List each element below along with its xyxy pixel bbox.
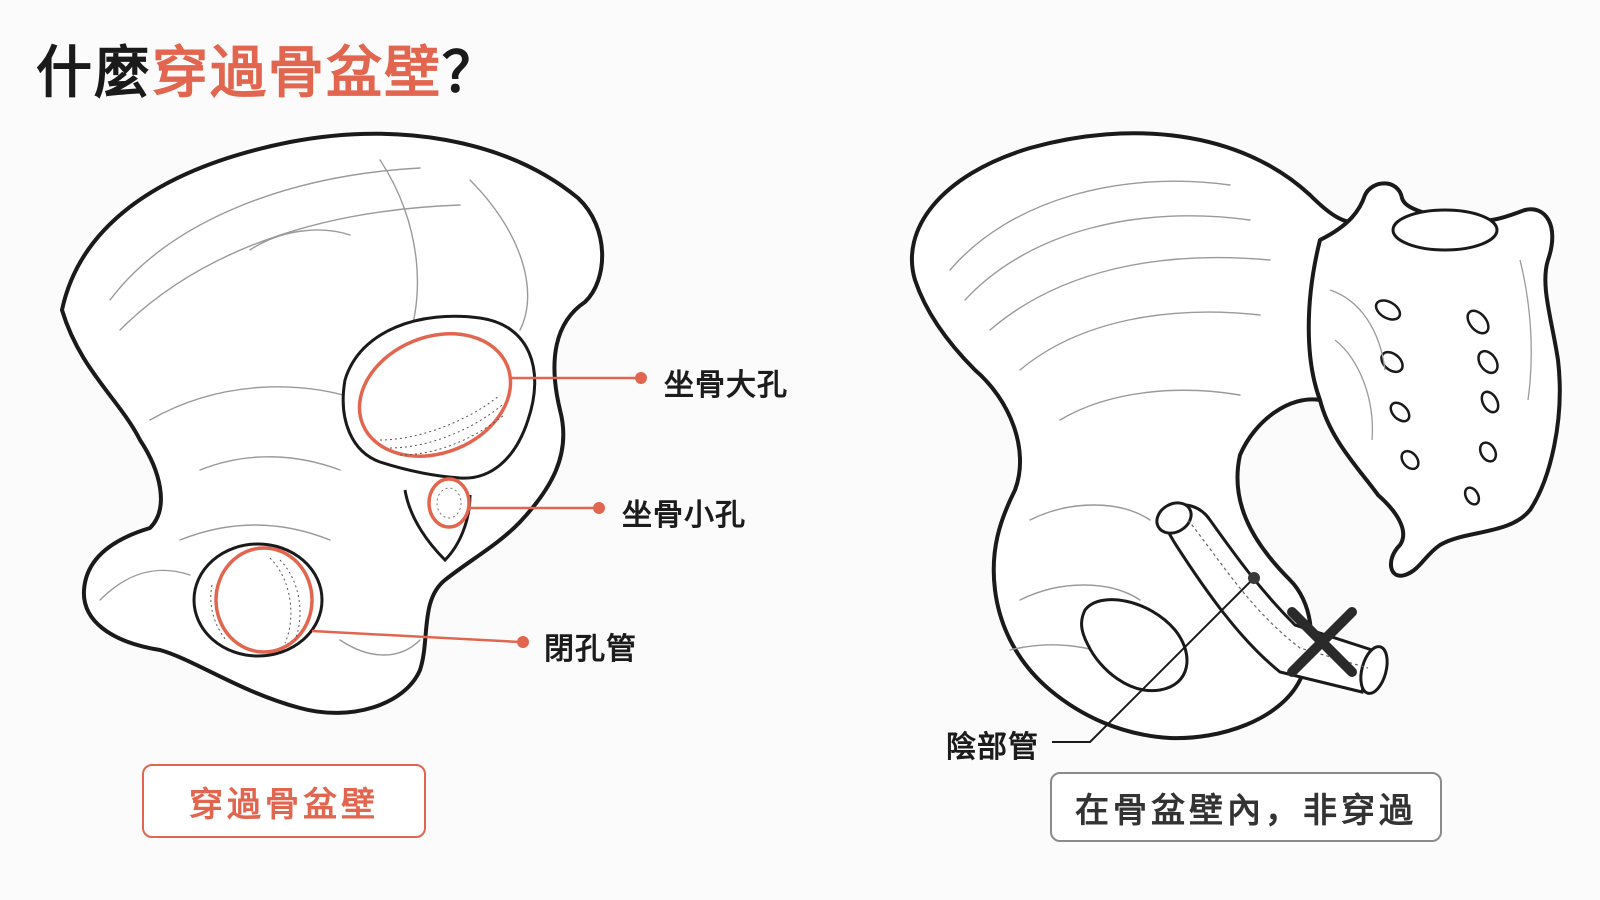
hip-bone-illustration xyxy=(60,131,605,715)
pudendal-canal-centerline xyxy=(1187,519,1369,669)
greater-sciatic-foramen-ring xyxy=(357,332,513,458)
hip-bone-shading xyxy=(99,159,529,656)
sacrum-outline xyxy=(1306,181,1562,578)
leader-dot-greater xyxy=(635,372,647,384)
obturator-canal-ring xyxy=(214,546,314,654)
lesser-foramen-hatching xyxy=(436,487,462,519)
label-lesser-sciatic-foramen: 坐骨小孔 xyxy=(622,498,746,533)
hip-bone-outline xyxy=(60,131,605,715)
pelvis-illustration xyxy=(909,131,1562,741)
left-caption: 穿過骨盆壁 xyxy=(189,784,379,825)
right-caption-box: 在骨盆壁內，非穿過 xyxy=(1050,772,1442,842)
title-highlight: 穿過骨盆壁 xyxy=(152,41,442,106)
label-obturator-canal: 閉孔管 xyxy=(544,632,637,667)
right-obturator-opening xyxy=(1080,598,1189,693)
lesser-sciatic-foramen-ring xyxy=(427,477,471,529)
leader-dot-pudendal xyxy=(1248,572,1260,584)
sacrum-shading xyxy=(1329,259,1532,441)
obturator-hatching xyxy=(210,557,301,644)
sacral-promontory xyxy=(1391,208,1499,252)
left-caption-box: 穿過骨盆壁 xyxy=(142,764,426,838)
pudendal-canal-end-top xyxy=(1155,501,1193,535)
right-leader-line xyxy=(1052,572,1260,743)
lesser-notch-outline xyxy=(403,489,472,563)
right-caption: 在骨盆壁內，非穿過 xyxy=(1075,790,1417,831)
label-greater-sciatic-foramen: 坐骨大孔 xyxy=(664,368,788,403)
leader-dot-obturator xyxy=(517,636,529,648)
label-pudendal-canal: 陰部管 xyxy=(946,730,1039,765)
sacral-foramina xyxy=(1374,299,1500,506)
leader-dot-lesser xyxy=(593,502,605,514)
title-suffix: ？ xyxy=(442,41,500,106)
title-prefix: 什麼 xyxy=(36,41,152,106)
page-title: 什麼穿過骨盆壁？ xyxy=(36,28,500,109)
greater-foramen-hatching xyxy=(379,394,505,456)
cross-mark xyxy=(1287,607,1357,677)
left-leader-lines xyxy=(311,372,647,648)
